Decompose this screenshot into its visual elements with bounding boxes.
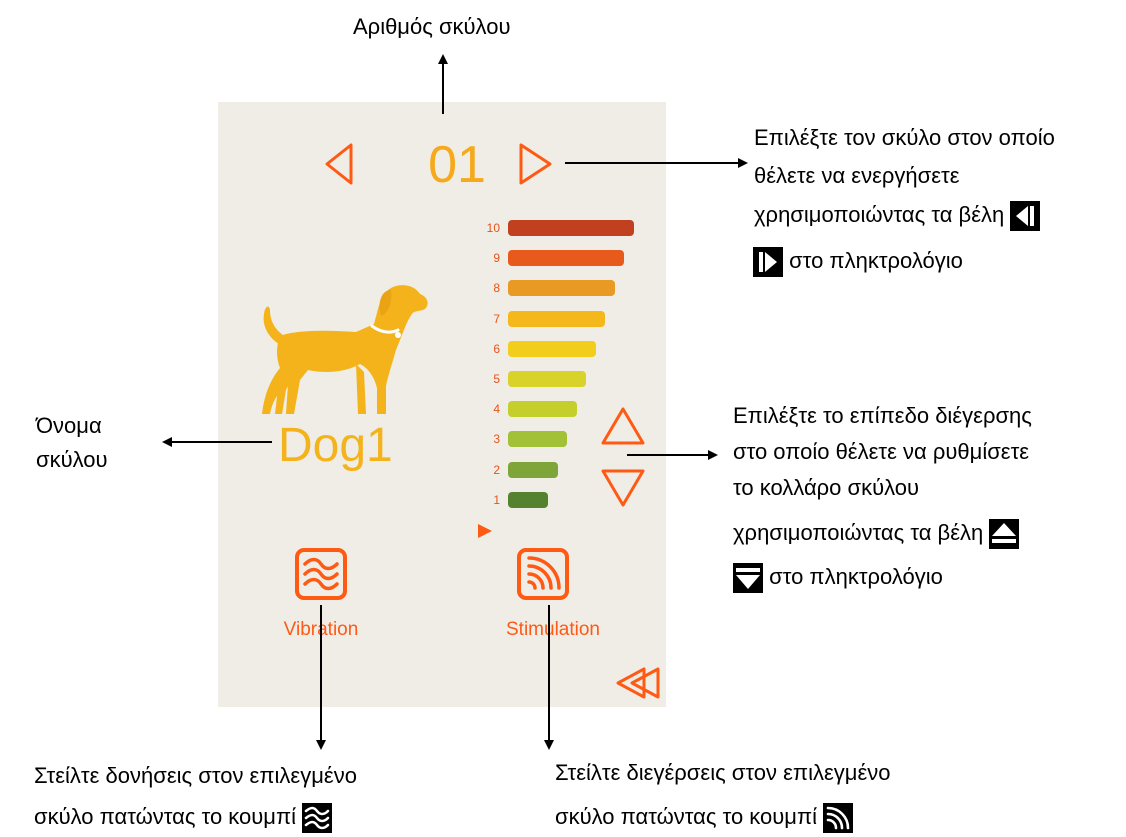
waves-key-icon <box>302 803 333 833</box>
level-number-7: 7 <box>493 311 500 326</box>
previous-dog-arrow-icon[interactable] <box>324 142 354 186</box>
level-bar-1[interactable] <box>508 491 548 508</box>
dog-icon <box>262 285 428 414</box>
dog-number: 01 <box>428 136 486 194</box>
stimulation-label: Stimulation <box>506 619 600 640</box>
vibration-button[interactable] <box>295 548 347 600</box>
level-number-4: 4 <box>493 402 500 417</box>
level-up-arrow-icon[interactable] <box>600 406 646 446</box>
left-arrow-key-icon <box>1010 201 1041 231</box>
waves-icon <box>303 557 339 591</box>
level-bar-3[interactable] <box>508 431 568 448</box>
stimulation-annotation: Στείλτε διεγέρσεις στον επιλεγμένο σκύλο… <box>555 760 891 833</box>
level-number-6: 6 <box>493 341 500 356</box>
level-bar-8[interactable] <box>508 280 615 297</box>
vibration-label: Vibration <box>283 619 359 640</box>
double-back-icon[interactable] <box>614 666 662 700</box>
level-number-2: 2 <box>493 462 500 477</box>
up-arrow-key-icon <box>989 519 1020 549</box>
next-dog-arrow-icon[interactable] <box>518 142 554 186</box>
signal-key-icon <box>823 803 854 833</box>
signal-icon <box>527 556 561 590</box>
level-bar-4[interactable] <box>508 401 577 418</box>
level-down-arrow-icon[interactable] <box>600 468 646 508</box>
vibration-annotation: Στείλτε δονήσεις στον επιλεγμένο σκύλο π… <box>34 763 357 833</box>
app-screen: 01 Dog1 10 9 8 7 6 5 4 3 2 1 <box>218 102 666 707</box>
level-number-10: 10 <box>486 221 500 235</box>
level-number-5: 5 <box>493 372 500 386</box>
level-annotation: Επιλέξτε το επίπεδο διέγερσης στο οποίο … <box>733 403 1032 593</box>
level-bar-10[interactable] <box>508 220 634 236</box>
right-arrow-key-icon <box>753 247 783 277</box>
dog-name-annotation: Όνομα σκύλου <box>36 413 108 472</box>
dog-name: Dog1 <box>278 419 393 472</box>
selected-level-indicator-icon <box>478 524 492 538</box>
level-bar-9[interactable] <box>508 250 625 267</box>
stimulation-button[interactable] <box>517 548 569 600</box>
level-bar-6[interactable] <box>508 340 596 357</box>
select-dog-annotation: Επιλέξτε τον σκύλο στον οποίο θέλετε να … <box>753 125 1055 277</box>
dog-number-caption: Αριθμός σκύλου <box>353 14 511 39</box>
level-bar-7[interactable] <box>508 310 606 327</box>
level-bar-5[interactable] <box>508 371 587 387</box>
down-arrow-key-icon <box>733 563 763 593</box>
level-number-9: 9 <box>493 251 500 266</box>
level-bar-2[interactable] <box>508 461 558 478</box>
level-number-3: 3 <box>493 432 500 447</box>
level-number-8: 8 <box>493 281 500 296</box>
level-number-1: 1 <box>493 492 500 507</box>
